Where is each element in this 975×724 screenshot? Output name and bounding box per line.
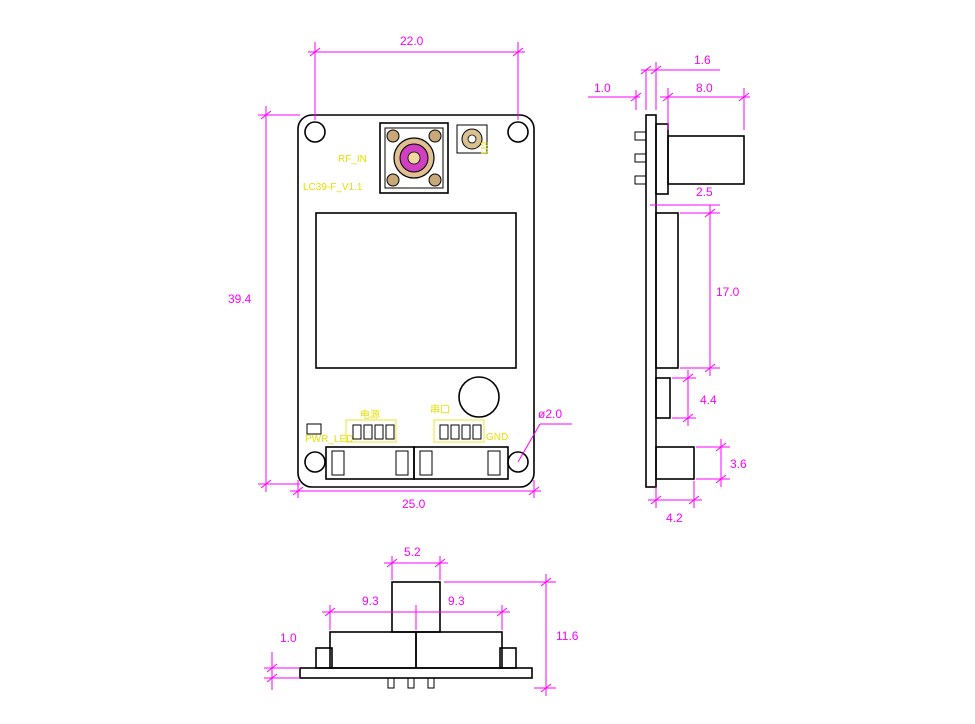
ufl-connector — [456, 124, 488, 154]
side-pin-1 — [634, 131, 647, 141]
side-pin-2 — [634, 153, 647, 163]
side-pin-3 — [634, 175, 647, 185]
dim-bottom-left-span: 9.3 — [322, 594, 420, 630]
right-connector-label: 串口 — [430, 404, 450, 416]
side-view: 1.0 1.6 8.0 2.5 17.0 — [588, 53, 750, 525]
dim-side-button-height-text: 4.4 — [700, 393, 717, 407]
side-sma-base — [655, 123, 669, 195]
bottom-left-connector — [329, 631, 417, 669]
rf-in-label: RF_IN — [338, 154, 367, 165]
left-connector-label: 电源 — [360, 408, 380, 421]
dim-side-gap-text: 2.5 — [696, 185, 713, 199]
side-board — [645, 114, 657, 488]
dim-bottom-width-text: 25.0 — [402, 497, 426, 511]
dim-side-thickness: 1.0 — [588, 70, 647, 110]
mounting-hole-top-right — [507, 121, 529, 143]
dim-side-screen-height: 17.0 — [680, 205, 740, 376]
dim-side-gap: 2.5 — [650, 185, 720, 206]
front-view: RF_IN LC39-F_V1.1 U2 PWR_LED 电源 串口 — [228, 34, 572, 511]
side-connector — [655, 446, 695, 480]
right-small-label: GND — [486, 432, 508, 443]
dim-side-connector-height: 3.6 — [696, 439, 747, 487]
dim-side-connector-length-text: 8.0 — [696, 81, 713, 95]
board-name-label: LC39-F_V1.1 — [303, 182, 363, 193]
led-component — [306, 423, 322, 435]
sma-connector — [379, 122, 449, 194]
dim-hole: ø2.0 — [517, 407, 572, 463]
dim-bottom-right-span-text: 9.3 — [448, 594, 465, 608]
dim-side-button-height: 4.4 — [672, 370, 717, 426]
bottom-right-connector — [415, 631, 503, 669]
dim-side-connector-length: 8.0 — [660, 81, 750, 130]
mounting-hole-top-left — [304, 121, 326, 143]
bottom-pin-2 — [407, 677, 415, 689]
dim-side-screen-height-text: 17.0 — [716, 285, 740, 299]
dim-side-connector-depth-text: 4.2 — [666, 511, 683, 525]
bottom-pin-3 — [427, 677, 435, 689]
dim-height: 39.4 — [228, 106, 300, 492]
dim-bottom-thickness-text: 1.0 — [280, 631, 297, 645]
dim-bottom-connector-width-text: 5.2 — [404, 545, 421, 559]
push-button — [458, 376, 500, 418]
dim-top-width-text: 22.0 — [400, 34, 424, 48]
side-button — [655, 377, 671, 419]
dim-bottom-total-height-text: 11.6 — [556, 629, 579, 643]
connector-right: 串口 GND — [413, 404, 509, 480]
bottom-board — [299, 667, 533, 679]
dim-bottom-thickness: 1.0 — [264, 631, 300, 690]
mounting-hole-bottom-left — [304, 451, 326, 473]
dim-bottom-left-span-text: 9.3 — [362, 594, 379, 608]
display-screen — [315, 212, 517, 369]
dim-side-connector-depth: 4.2 — [648, 481, 702, 525]
dim-height-text: 39.4 — [228, 292, 252, 306]
bottom-view: 5.2 9.3 9.3 1.0 1 — [264, 545, 579, 696]
connector-left: 电源 — [325, 408, 415, 480]
pcb-outline — [297, 114, 535, 488]
side-screen — [655, 212, 679, 369]
dim-bottom-width: 25.0 — [290, 480, 541, 511]
left-small-label: PWR_LED — [305, 434, 353, 445]
side-sma-barrel — [667, 135, 745, 185]
dim-hole-text: ø2.0 — [538, 407, 562, 421]
dim-bottom-right-span: 9.3 — [412, 594, 510, 630]
dim-side-connector-height-text: 3.6 — [730, 457, 747, 471]
bottom-left-tab — [315, 647, 333, 669]
dim-side-top-offset-text: 1.6 — [694, 53, 711, 67]
dim-bottom-total-height: 11.6 — [444, 574, 579, 696]
bottom-right-tab — [499, 647, 517, 669]
dim-side-thickness-text: 1.0 — [594, 81, 611, 95]
dim-bottom-connector-width: 5.2 — [384, 545, 448, 580]
dim-side-top-offset: 1.6 — [640, 53, 720, 110]
bottom-pin-1 — [387, 677, 395, 689]
dim-top-width: 22.0 — [308, 34, 525, 120]
u2-label: U2 — [480, 141, 491, 154]
